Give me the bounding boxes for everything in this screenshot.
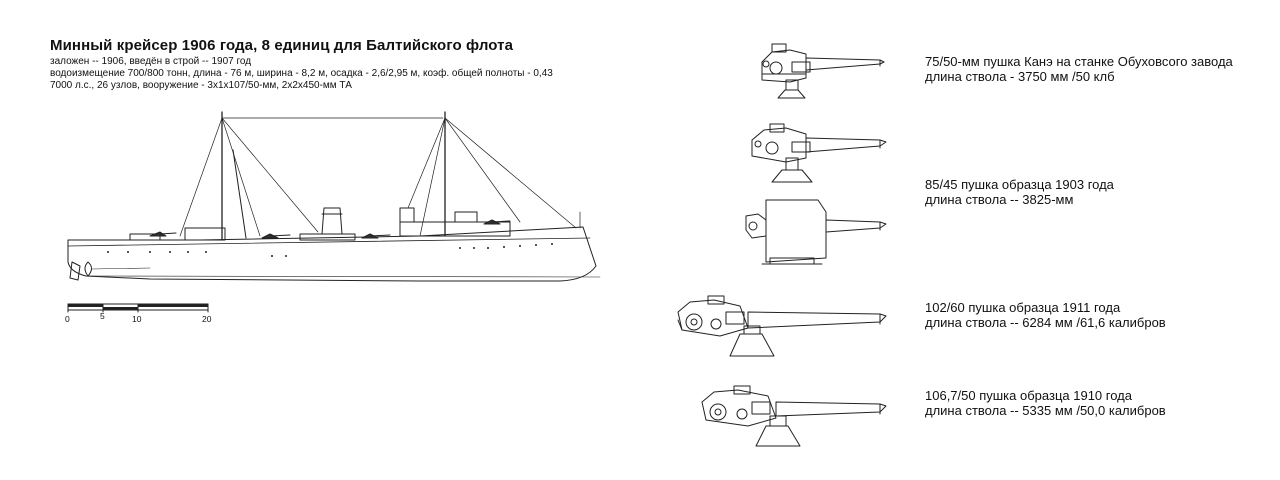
spec-line-dimensions: водоизмещение 700/800 тонн, длина - 76 м…: [50, 68, 553, 79]
gun-label-102mm-barrel: длина ствола -- 6284 мм /61,6 калибров: [925, 315, 1166, 330]
gun-85mm-drawing: [745, 199, 887, 265]
scale-tick-10: 10: [132, 314, 142, 324]
ship-hull: [67, 226, 597, 282]
gun-label-75mm-name: 75/50-мм пушка Канэ на станке Обуховсого…: [925, 54, 1233, 69]
ship-aft-deckhouse: [184, 227, 226, 241]
spec-line-laid-down: заложен -- 1906, введён в строй -- 1907 …: [50, 56, 252, 67]
scale-bar: [67, 303, 209, 313]
gun-106mm-drawing: [701, 385, 887, 447]
scale-tick-0: 0: [65, 314, 70, 324]
gun-label-85mm-name: 85/45 пушка образца 1903 года: [925, 177, 1114, 192]
ship-profile-drawing: [67, 111, 601, 282]
ship-propeller: [84, 261, 92, 277]
gun-102mm-drawing: [677, 295, 887, 357]
gun-label-85mm-barrel: длина ствола -- 3825-мм: [925, 192, 1074, 207]
scale-tick-20: 20: [202, 314, 212, 324]
ship-deck-guns: [149, 219, 511, 239]
ship-funnel: [321, 207, 343, 235]
ship-rigging: [179, 117, 581, 237]
gun-label-102mm-name: 102/60 пушка образца 1911 года: [925, 300, 1121, 315]
spec-line-power-armament: 7000 л.с., 26 узлов, вооружение - 3х1х10…: [50, 80, 352, 91]
gun-75mm-drawing-upper: [761, 43, 885, 99]
gun-label-106mm-barrel: длина ствола -- 5335 мм /50,0 калибров: [925, 403, 1166, 418]
page-title: Минный крейсер 1906 года, 8 единиц для Б…: [50, 37, 514, 54]
ship-rudder: [69, 261, 81, 281]
ship-portholes: [107, 243, 553, 257]
gun-label-106mm-name: 106,7/50 пушка образца 1910 года: [925, 388, 1132, 403]
gun-label-75mm-barrel: длина ствола - 3750 мм /50 клб: [925, 69, 1115, 84]
scale-tick-5: 5: [100, 311, 105, 321]
gun-75mm-drawing-lower: [751, 123, 887, 183]
